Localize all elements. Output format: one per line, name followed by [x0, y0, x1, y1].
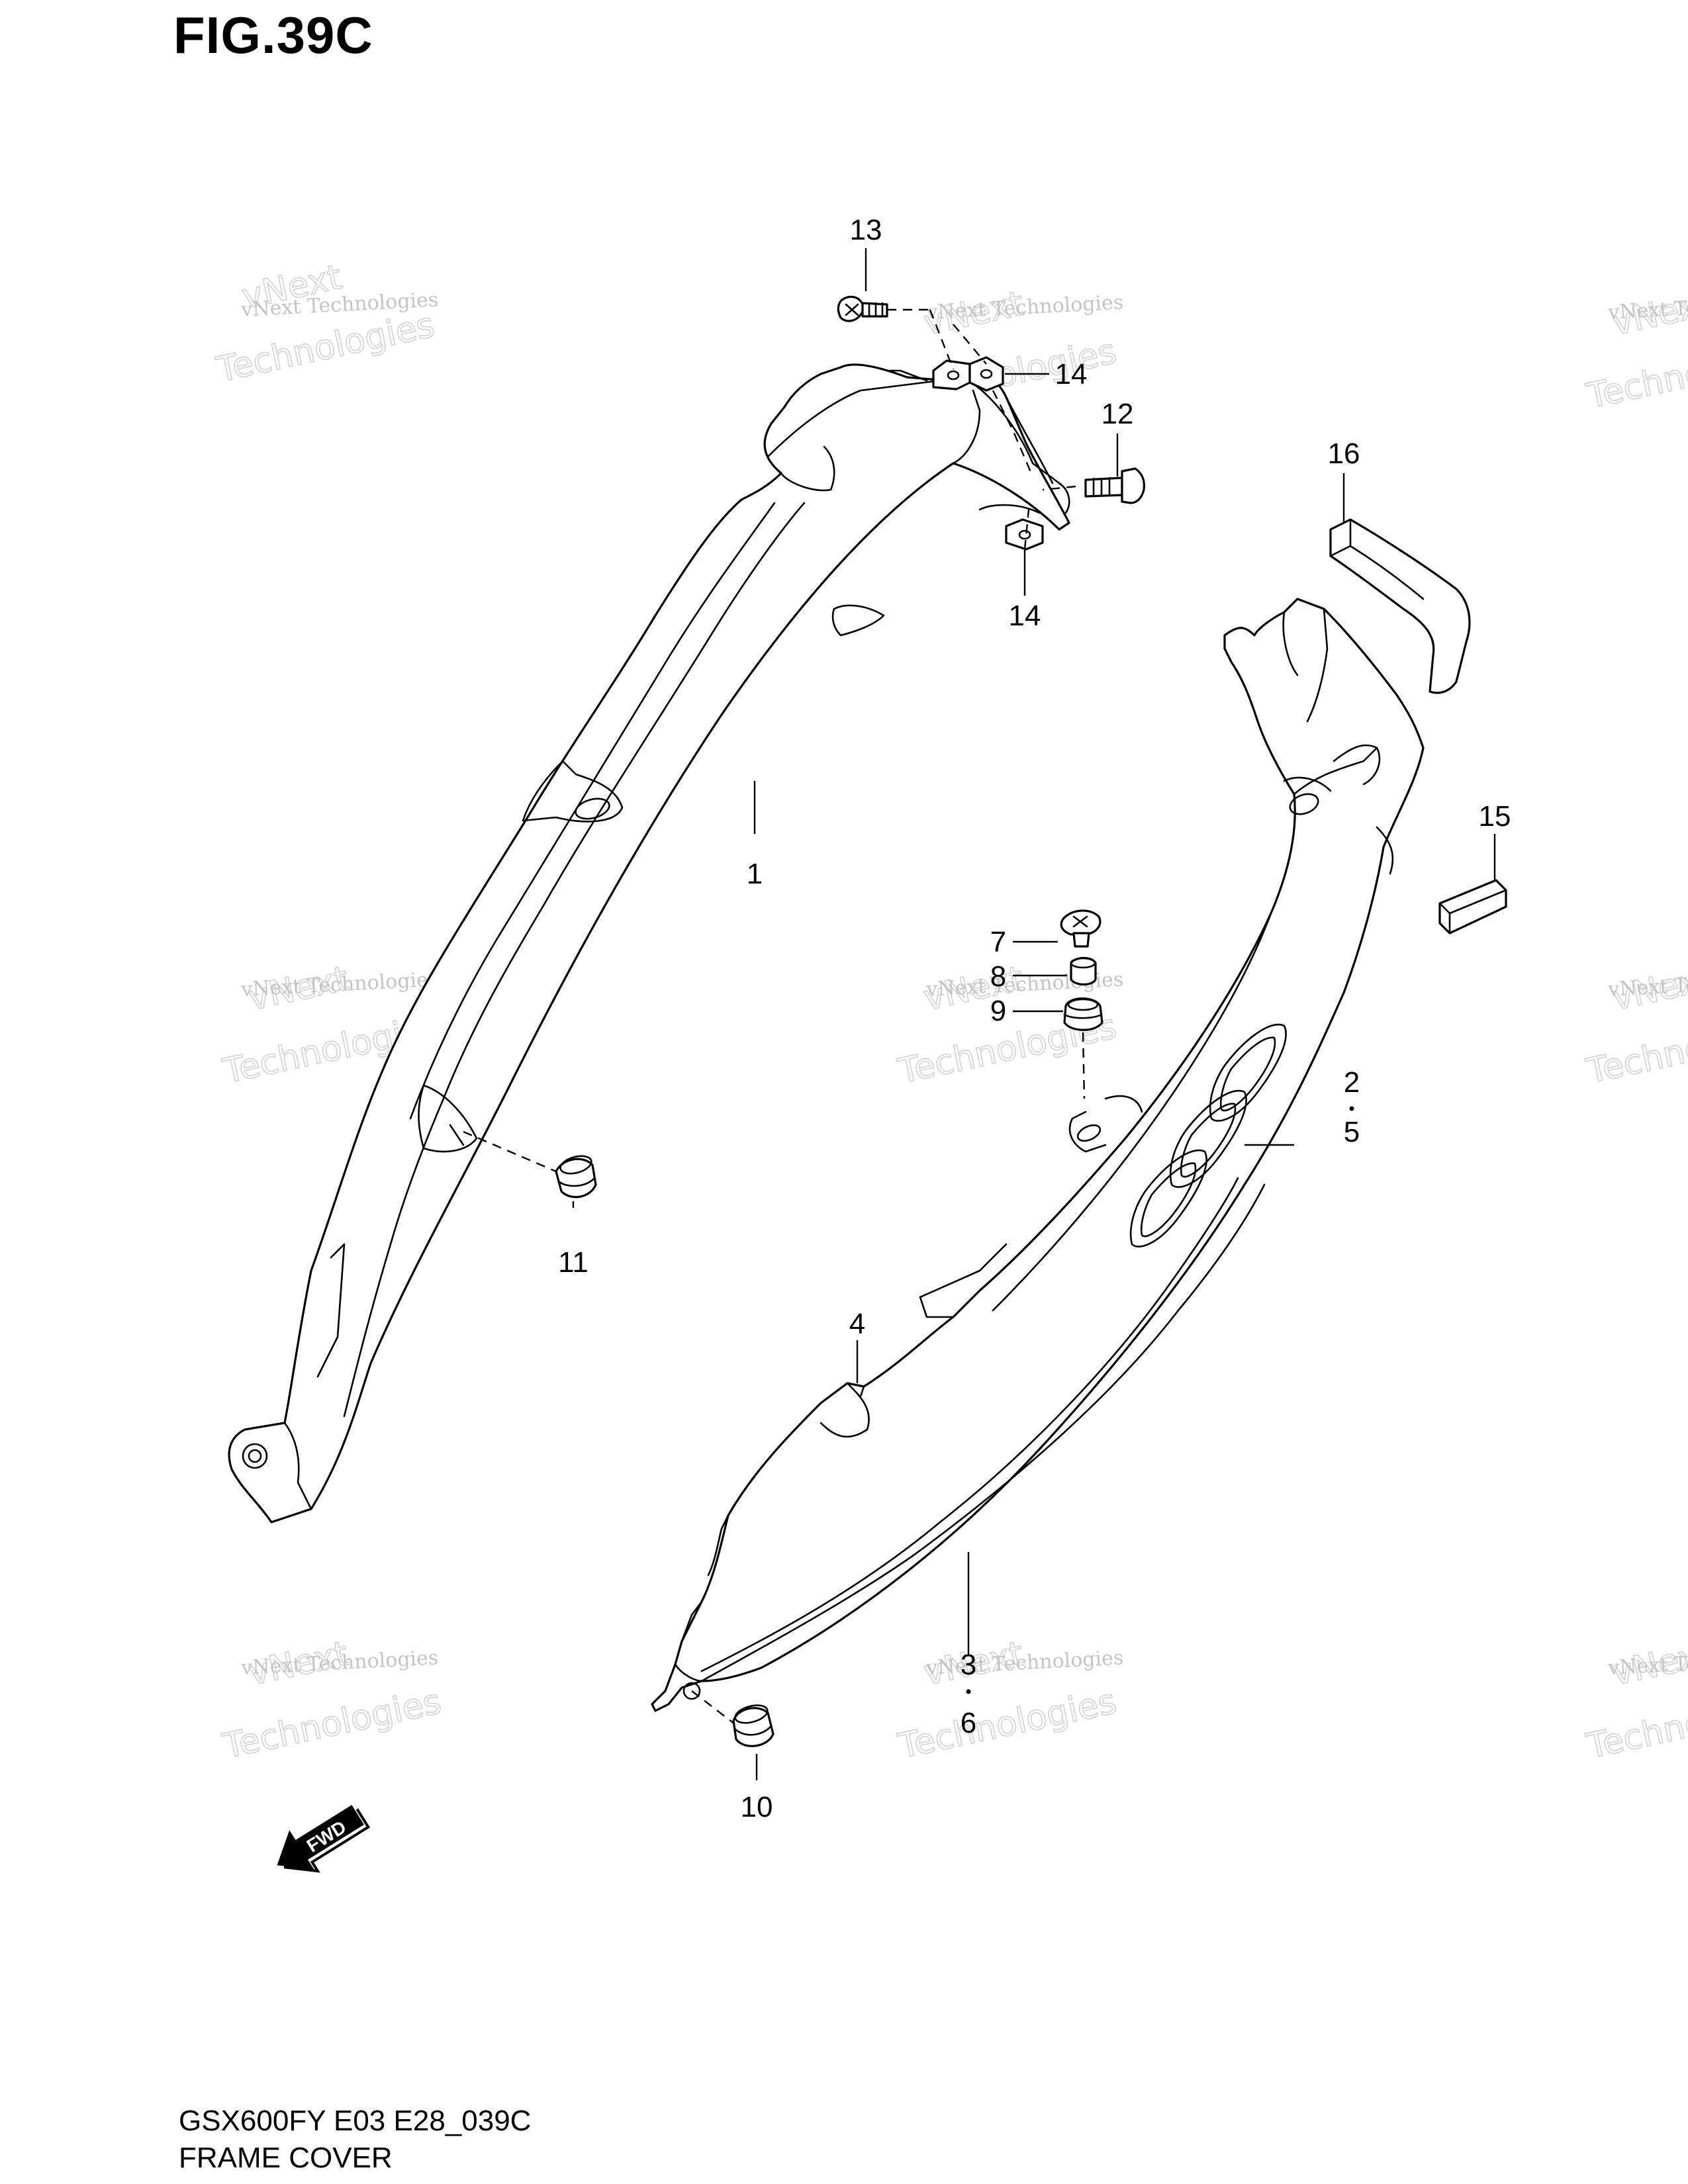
- part-1-frame-cover-left: [228, 363, 1070, 1524]
- fwd-arrow: FWD: [277, 1805, 371, 1873]
- watermark-technologies: Technologies: [1583, 1007, 1688, 1091]
- callout-labels: 13 14 12 14 16 15 1 7 8 9 2 5 11 4 3 6 1…: [558, 214, 1511, 1823]
- callout-1: 1: [747, 858, 763, 890]
- part-7-screw: [1060, 909, 1102, 948]
- watermark-technologies: Technologies: [1583, 332, 1688, 416]
- callout-3: 3: [961, 1649, 976, 1681]
- assembly-dash-lines: [463, 308, 1086, 1725]
- callout-dot-3-6: [966, 1689, 971, 1694]
- callout-9: 9: [990, 995, 1006, 1027]
- watermark-bottom-center: vNext Technologies: [894, 1633, 1121, 1767]
- leader-lines: [572, 248, 1496, 1780]
- callout-4: 4: [849, 1308, 865, 1340]
- callout-8: 8: [990, 960, 1006, 993]
- callout-2: 2: [1344, 1066, 1360, 1099]
- figure-title: FIG.39C: [173, 6, 373, 64]
- part-14-clip-bottom: [1005, 518, 1044, 551]
- callout-11: 11: [558, 1246, 588, 1279]
- part-13-screw: [837, 295, 888, 322]
- diagram-name: FRAME COVER: [179, 2142, 393, 2174]
- watermark-technologies: Technologies: [895, 1682, 1120, 1766]
- part-8-collar: [1070, 956, 1097, 986]
- fwd-arrow-shape: [277, 1805, 364, 1870]
- callout-7: 7: [990, 926, 1006, 958]
- watermark-bottom-right: vNext Technologies: [1583, 1633, 1688, 1767]
- part-15-pad: [1438, 879, 1507, 934]
- callout-6: 6: [961, 1707, 976, 1739]
- watermark-mid-right: vNext Technologies: [1583, 958, 1688, 1092]
- callout-13: 13: [850, 214, 882, 246]
- callout-14-bottom: 14: [1009, 600, 1041, 632]
- callout-10: 10: [741, 1791, 773, 1823]
- watermark-top-right: vNext Technologies: [1583, 283, 1688, 417]
- watermark-technologies: Technologies: [1583, 1682, 1688, 1766]
- callout-14-top: 14: [1055, 358, 1088, 390]
- callout-5: 5: [1344, 1116, 1360, 1148]
- callout-15: 15: [1479, 800, 1511, 833]
- part-10-grommet: [732, 1704, 774, 1747]
- diagram-code: GSX600FY E03 E28_039C: [179, 2105, 532, 2137]
- part-11-grommet: [555, 1155, 597, 1199]
- callout-dot-2-5: [1349, 1106, 1354, 1111]
- part-9-grommet: [1063, 997, 1103, 1031]
- callout-12: 12: [1102, 398, 1134, 430]
- watermark-technologies: Technologies: [220, 1682, 445, 1766]
- part-16-strip: [1329, 518, 1471, 694]
- part-12-bolt: [1084, 467, 1146, 504]
- part-14-clip-top: [932, 356, 1004, 392]
- part-2-frame-cover-right: [651, 598, 1425, 1712]
- watermark-bottom-left: vNext Technologies: [219, 1633, 445, 1767]
- callout-16: 16: [1328, 437, 1360, 470]
